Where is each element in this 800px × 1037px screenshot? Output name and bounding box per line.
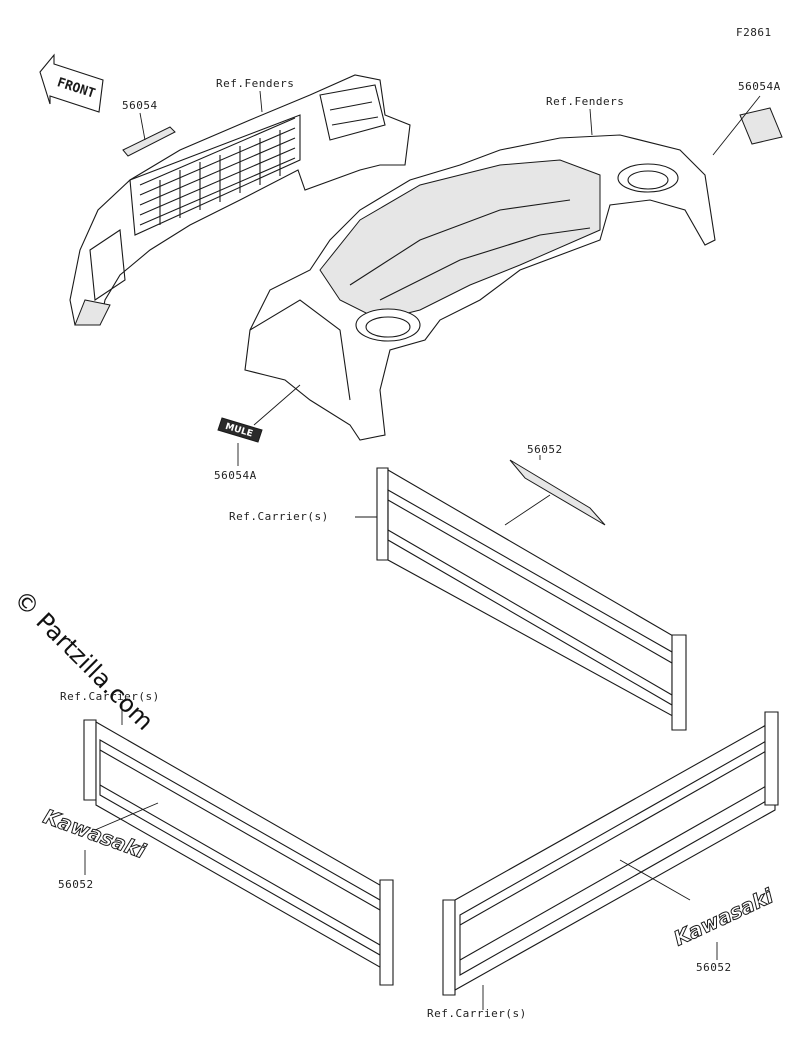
carrier-panel-middle bbox=[376, 467, 687, 731]
front-fender-panel bbox=[69, 74, 411, 326]
label-56054a-top: 56054A bbox=[738, 80, 781, 93]
decal-56054a-top bbox=[739, 107, 783, 145]
carrier-panel-right bbox=[442, 711, 779, 996]
label-ref-fenders-left: Ref.Fenders bbox=[216, 77, 295, 90]
kawasaki-text-right: Kawasaki bbox=[670, 883, 778, 950]
decal-56052-mid bbox=[509, 459, 606, 526]
figure-code: F2861 bbox=[736, 26, 772, 39]
label-ref-fenders-right: Ref.Fenders bbox=[546, 95, 625, 108]
carrier-panel-left bbox=[83, 719, 394, 986]
label-56052-left: 56052 bbox=[58, 878, 94, 891]
leader-lines bbox=[84, 90, 761, 1010]
decal-56054 bbox=[122, 126, 176, 157]
svg-text:MULE: MULE bbox=[224, 422, 254, 440]
label-ref-carrier-bottom: Ref.Carrier(s) bbox=[427, 1007, 527, 1020]
label-ref-carrier-left: Ref.Carrier(s) bbox=[60, 690, 160, 703]
label-56054a-mid: 56054A bbox=[214, 469, 257, 482]
label-56052-mid: 56052 bbox=[527, 443, 563, 456]
mule-decal: MULE bbox=[217, 417, 263, 443]
rear-fender-body bbox=[244, 134, 716, 441]
front-arrow-icon: FRONT bbox=[39, 53, 104, 113]
label-56054: 56054 bbox=[122, 99, 158, 112]
label-ref-carrier-mid: Ref.Carrier(s) bbox=[229, 510, 329, 523]
label-56052-right: 56052 bbox=[696, 961, 732, 974]
kawasaki-decal-right: Kawasaki bbox=[669, 883, 778, 951]
